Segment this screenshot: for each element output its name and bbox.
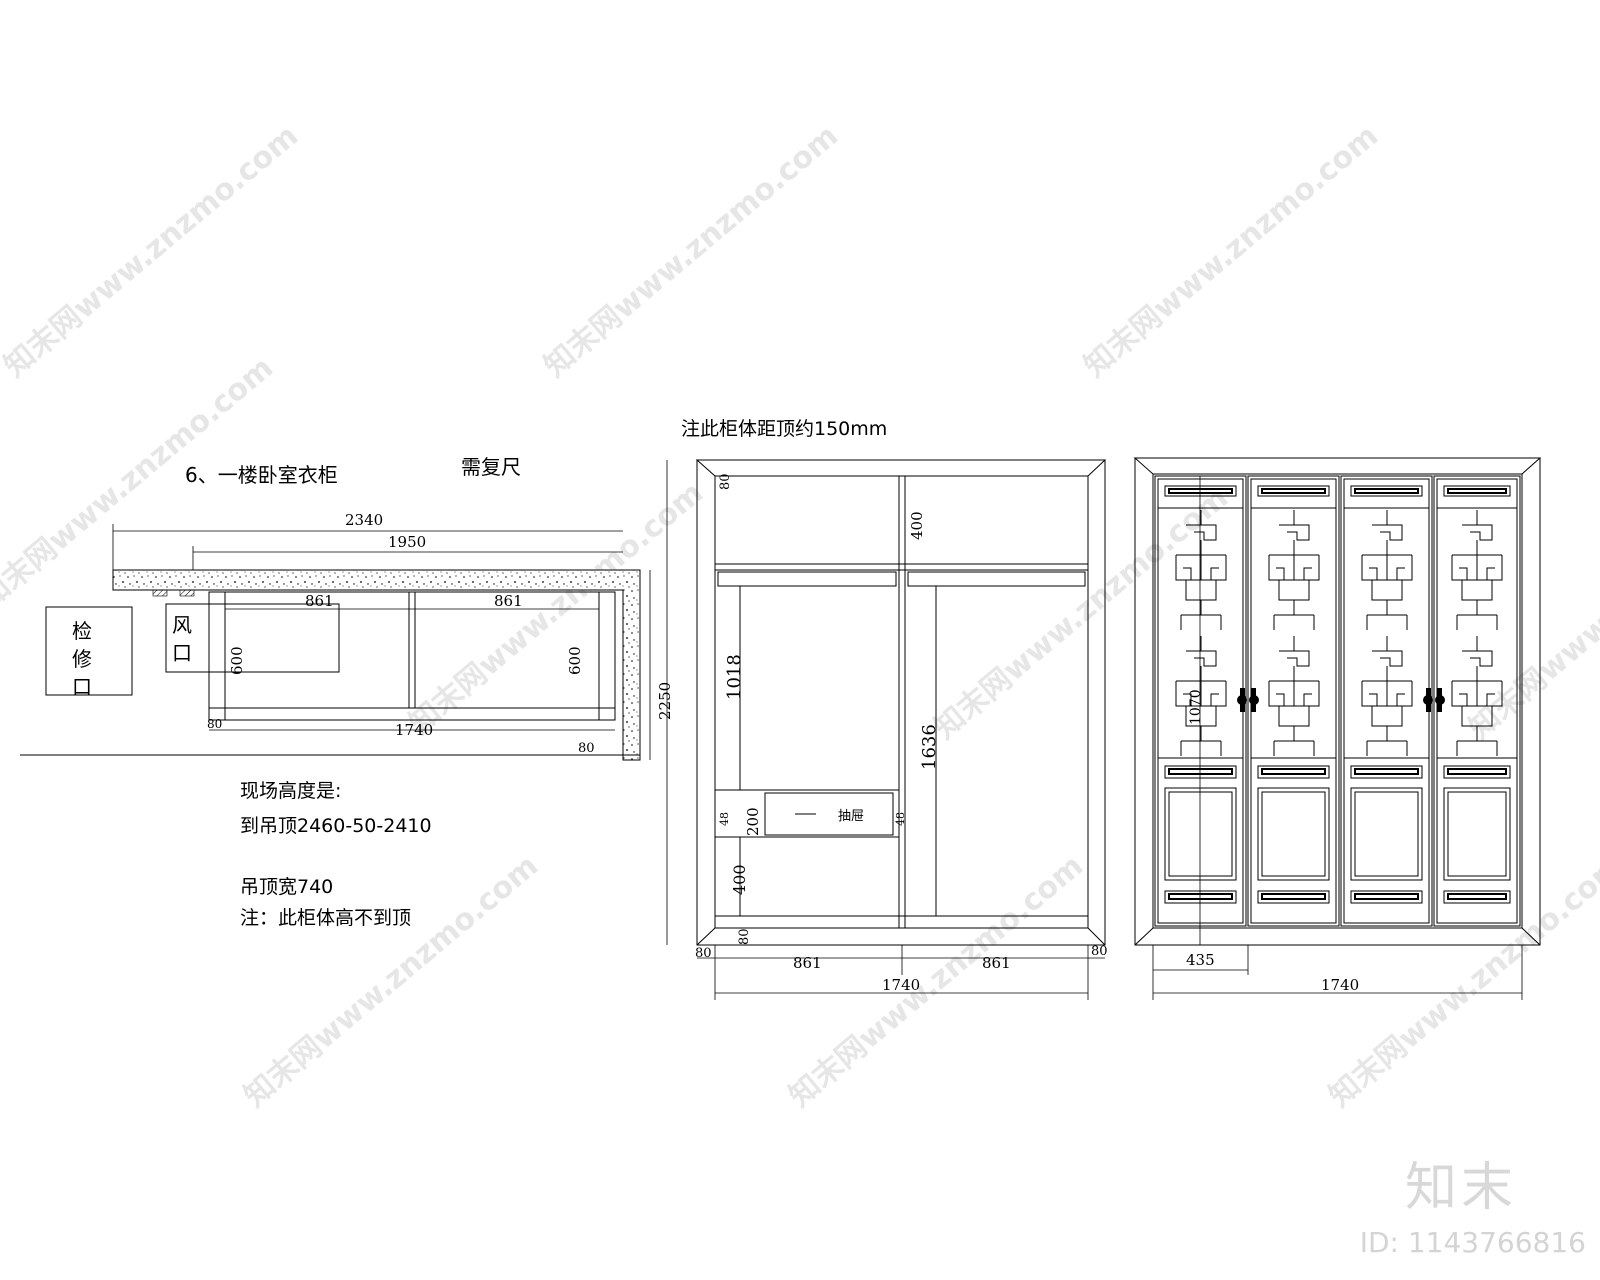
vent: [165, 603, 340, 673]
site-note: 到吊顶2460-50-2410: [240, 815, 432, 837]
dim-600-left: 600: [228, 646, 246, 675]
door-leaf: [1340, 475, 1433, 927]
dim-861-left: 861: [305, 592, 334, 610]
dim-861-left-int: 861: [793, 954, 822, 972]
door-elevation: 1070 435 1740: [1133, 457, 1542, 1000]
dim-2340: 2340: [345, 511, 383, 529]
elevation-frame: [1134, 457, 1541, 946]
dim-1740-int: 1740: [882, 976, 920, 994]
interior-note: 注此柜体距顶约150mm: [681, 418, 887, 440]
dim-200: 200: [744, 807, 762, 836]
dim-80-left-int: 80: [695, 946, 712, 961]
plan-view: 6、一楼卧室衣柜 需复尺 2340 1950 861 861 600 600 1…: [20, 455, 674, 929]
remeasure-note: 需复尺: [461, 455, 521, 479]
watermark-text: 知末网www.znzmo.com: [1078, 118, 1385, 384]
watermark-logo: 知末: [1405, 1158, 1518, 1218]
dim-80-top: 80: [718, 473, 733, 490]
dim-1740-elev: 1740: [1321, 976, 1359, 994]
site-note: 注：此柜体高不到顶: [240, 907, 411, 929]
dim-1070: 1070: [1188, 689, 1204, 725]
wall-section: [112, 569, 641, 761]
door-handle-icon: [1423, 688, 1445, 712]
dim-600-right: 600: [566, 646, 584, 675]
access-door-label: 口: [72, 675, 92, 699]
dim-1740-plan: 1740: [395, 721, 433, 739]
dim-1636: 1636: [919, 724, 940, 770]
dim-80-left: 80: [207, 717, 222, 731]
watermark-text: 知末网www.znzmo.com: [538, 118, 845, 384]
access-door-label: 修: [72, 647, 92, 671]
access-door-label: 检: [72, 619, 92, 643]
door-handle-icon: [1237, 688, 1259, 712]
site-note: 吊顶宽740: [240, 876, 333, 898]
dim-48-right: 48: [894, 812, 907, 826]
dim-861-right-int: 861: [982, 954, 1011, 972]
watermark-text: 知末网www.znzmo.com: [1323, 848, 1600, 1114]
dim-48-left: 48: [718, 812, 731, 826]
access-door: [45, 606, 133, 696]
interior-elevation: 注此柜体距顶约150mm 抽屉 80 400 1018 1636 200: [666, 418, 1108, 1000]
dim-400-top: 400: [908, 511, 926, 540]
dim-1950: 1950: [388, 533, 426, 551]
vent-label: 风: [172, 613, 192, 637]
dim-861-right: 861: [494, 592, 523, 610]
dim-435: 435: [1186, 951, 1215, 969]
drawer-label: 抽屉: [838, 809, 864, 824]
dim-1018: 1018: [724, 654, 745, 700]
watermark-text: 知末网www.znzmo.com: [0, 118, 305, 384]
dim-2250: 2250: [656, 682, 674, 720]
cabinet-plan-outline: [208, 591, 616, 721]
vent-label: 口: [172, 641, 192, 665]
watermark-id: ID: 1143766816: [1359, 1226, 1586, 1259]
site-note: 现场高度是:: [240, 780, 341, 802]
cabinet-frame: [696, 459, 1106, 946]
dim-80-base: 80: [737, 928, 752, 945]
door-leaf: [1247, 475, 1340, 927]
dim-400-bottom: 400: [730, 864, 749, 895]
dim-80-right-int: 80: [1091, 944, 1108, 959]
dim-80-right: 80: [578, 741, 595, 756]
plan-title: 6、一楼卧室衣柜: [185, 463, 338, 487]
